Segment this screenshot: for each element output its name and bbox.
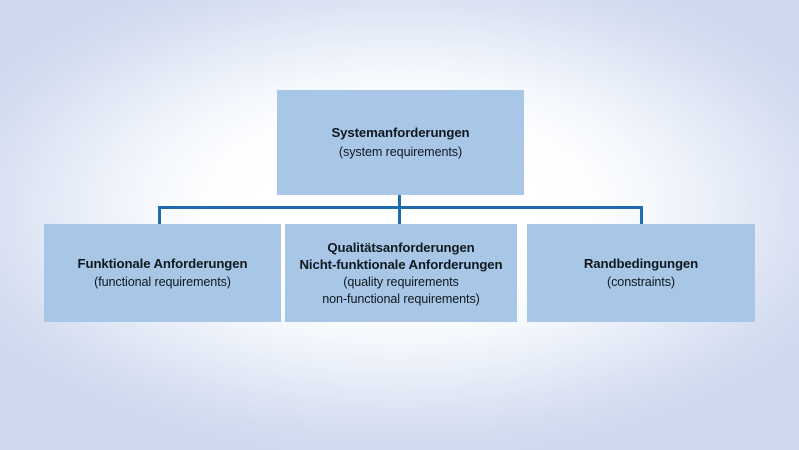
node-functional-requirements: Funktionale Anforderungen (functional re… (44, 224, 281, 322)
node-title: Systemanforderungen (331, 125, 470, 141)
node-title-line: Nicht-funktionale Anforderungen (299, 257, 503, 273)
connector-drop-functional (158, 206, 161, 225)
node-subtitle-line: (quality requirements (343, 274, 459, 289)
connector-drop-constraints (640, 206, 643, 225)
node-constraints: Randbedingungen (constraints) (527, 224, 755, 322)
node-subtitle-line: (constraints) (607, 275, 675, 290)
node-subtitle: (system requirements) (338, 144, 463, 159)
node-system-requirements: Systemanforderungen (system requirements… (277, 90, 524, 195)
connector-drop-quality (398, 206, 401, 225)
node-title-line: Qualitätsanforderungen (327, 239, 475, 255)
node-quality-requirements: Qualitätsanforderungen Nicht-funktionale… (285, 224, 517, 322)
node-title: Randbedingungen (583, 255, 699, 271)
connector-root-stem (398, 195, 401, 209)
node-subtitle-line: (functional requirements) (94, 275, 231, 290)
node-subtitle-line: non-functional requirements) (322, 291, 480, 306)
node-title: Funktionale Anforderungen (77, 255, 248, 271)
